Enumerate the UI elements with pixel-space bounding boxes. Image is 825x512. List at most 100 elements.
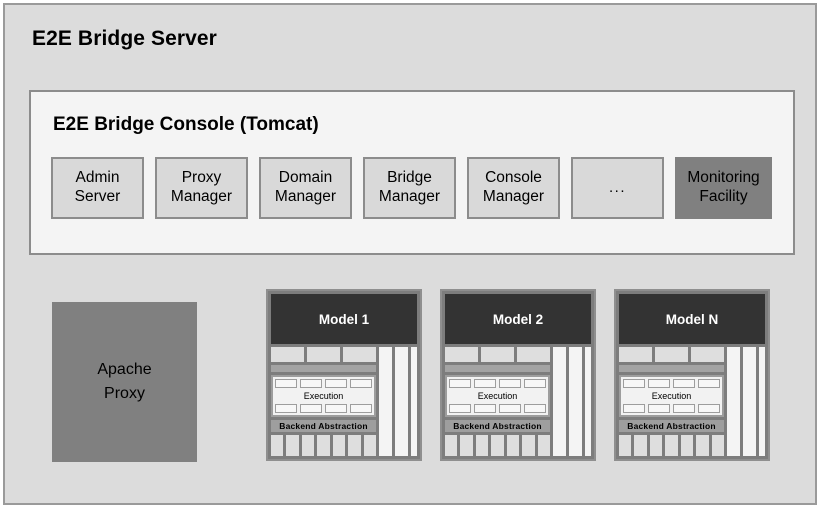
model-body: Execution Backend Abstraction [445,344,591,456]
model-bottom-bar [475,435,489,456]
model-bottom-bar [506,435,520,456]
model-block[interactable]: Model 1 [266,289,422,461]
console-component-list: Admin Server Proxy Manager Domain Manage… [51,157,772,219]
model-bottom-bar [619,435,632,456]
execution-mini-box [350,404,372,413]
execution-panel: Execution [445,375,550,417]
execution-mini-box [275,379,297,388]
console-item-admin-server[interactable]: Admin Server [51,157,144,219]
model-side-column [727,347,740,456]
execution-mini-box [325,404,347,413]
model-divider-bar [445,365,550,372]
model-top-box [445,347,478,362]
execution-mini-box [623,379,645,388]
model-bottom-bar [711,435,724,456]
model-top-box [691,347,724,362]
execution-mini-box [300,379,322,388]
model-top-box [271,347,304,362]
e2e-bridge-server-box: E2E Bridge Server E2E Bridge Console (To… [3,3,817,505]
model-bottom-bar [363,435,376,456]
model-block[interactable]: Model N [614,289,770,461]
execution-mini-box [300,404,322,413]
execution-mini-box [449,379,471,388]
console-item-bridge-manager[interactable]: Bridge Manager [363,157,456,219]
execution-label: Execution [651,391,692,401]
console-item-label-line1: Domain [278,169,333,187]
console-item-label-line1: Console [485,169,542,187]
console-item-monitoring-facility[interactable]: Monitoring Facility [675,157,772,219]
execution-top-mini-row [275,379,372,388]
model-body: Execution Backend Abstraction [271,344,417,456]
model-blocks-row: Model 1 [266,289,770,461]
model-bottom-bar-row [619,435,724,456]
console-item-proxy-manager[interactable]: Proxy Manager [155,157,248,219]
console-item-label-line2: Manager [482,188,545,205]
execution-mini-box [524,404,546,413]
model-top-box-row [619,347,724,362]
model-side-column [743,347,756,456]
model-side-column-narrow [411,347,417,456]
model-top-box [481,347,514,362]
execution-mini-box [648,379,670,388]
backend-abstraction-label: Backend Abstraction [619,420,724,432]
model-side-column [395,347,408,456]
model-bottom-bar [696,435,709,456]
model-top-box-row [271,347,376,362]
execution-bottom-mini-row [275,404,372,413]
model-block[interactable]: Model 2 [440,289,596,461]
execution-bottom-mini-row [623,404,720,413]
model-top-box [517,347,550,362]
model-left-column: Execution Backend Abstraction [445,347,550,456]
model-bottom-bar [460,435,473,456]
execution-mini-box [673,379,695,388]
console-item-label-line2: Facility [699,188,748,205]
execution-bottom-mini-row [449,404,546,413]
execution-mini-box [275,404,297,413]
execution-mini-box [673,404,695,413]
console-item-label-line1: Proxy [181,169,222,187]
apache-proxy-label-line1: Apache [97,361,152,378]
model-bottom-bar-row [445,435,550,456]
model-bottom-bar-row [271,435,376,456]
execution-mini-box [325,379,347,388]
console-item-label-line1: Bridge [387,169,432,187]
model-bottom-bar [332,435,346,456]
model-bottom-bar [271,435,284,456]
console-item-label-line1: Admin [75,169,120,187]
execution-panel: Execution [271,375,376,417]
model-right-columns [727,347,765,456]
console-item-domain-manager[interactable]: Domain Manager [259,157,352,219]
execution-mini-box [499,404,521,413]
model-right-columns [379,347,417,456]
execution-mini-box [350,379,372,388]
model-top-box [655,347,688,362]
execution-mini-box [623,404,645,413]
console-item-label-line1: Monitoring [687,169,760,187]
server-title: E2E Bridge Server [32,27,217,50]
model-bottom-bar [491,435,504,456]
model-left-column: Execution Backend Abstraction [619,347,724,456]
apache-proxy-label-line2: Proxy [104,385,145,402]
model-title: Model 2 [445,294,591,344]
model-bottom-bar [317,435,330,456]
model-top-box [307,347,340,362]
model-bottom-bar [286,435,299,456]
console-item-label-line2: Manager [274,188,337,205]
backend-abstraction-label: Backend Abstraction [445,420,550,432]
model-bottom-bar [301,435,315,456]
execution-top-mini-row [623,379,720,388]
model-top-box [619,347,652,362]
model-right-columns [553,347,591,456]
execution-mini-box [449,404,471,413]
execution-panel: Execution [619,375,724,417]
console-item-more-ellipsis[interactable]: ... [571,157,664,219]
console-item-label-line2: Manager [170,188,233,205]
e2e-bridge-console-panel: E2E Bridge Console (Tomcat) Admin Server… [29,90,795,255]
console-item-label-line2: Manager [378,188,441,205]
model-divider-bar [619,365,724,372]
model-left-column: Execution Backend Abstraction [271,347,376,456]
execution-label: Execution [477,391,518,401]
console-item-console-manager[interactable]: Console Manager [467,157,560,219]
execution-mini-box [474,404,496,413]
